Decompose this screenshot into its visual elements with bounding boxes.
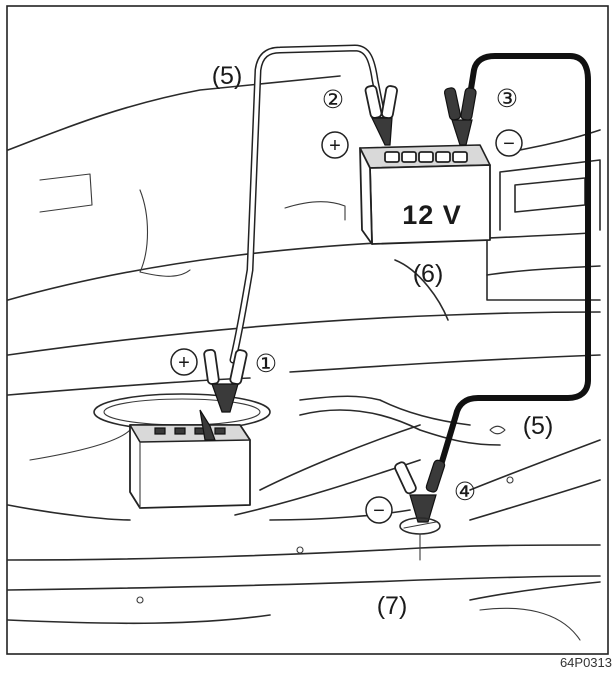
step-4-label: ④: [454, 478, 476, 506]
booster-battery-voltage: 12 V: [402, 200, 462, 230]
step-1-label: ①: [255, 350, 277, 378]
minus-symbol-booster: −: [496, 130, 522, 156]
ground-point-label: (7): [377, 592, 408, 620]
booster-battery-label: (6): [413, 260, 444, 288]
plus-symbol-vehicle: +: [171, 349, 197, 375]
svg-text:+: +: [329, 135, 341, 157]
step-3-label: ③: [496, 85, 518, 113]
booster-battery: 12 V: [360, 145, 490, 244]
svg-text:−: −: [373, 500, 385, 522]
minus-symbol-ground: −: [366, 497, 392, 523]
cable-label-left: (5): [212, 62, 243, 90]
vehicle-battery: [130, 410, 250, 508]
step-2-label: ②: [322, 86, 344, 114]
svg-text:−: −: [503, 133, 515, 155]
plus-symbol-booster: +: [322, 132, 348, 158]
svg-text:+: +: [178, 352, 190, 374]
cable-label-right: (5): [523, 412, 554, 440]
figure-code: 64P0313: [560, 655, 612, 670]
